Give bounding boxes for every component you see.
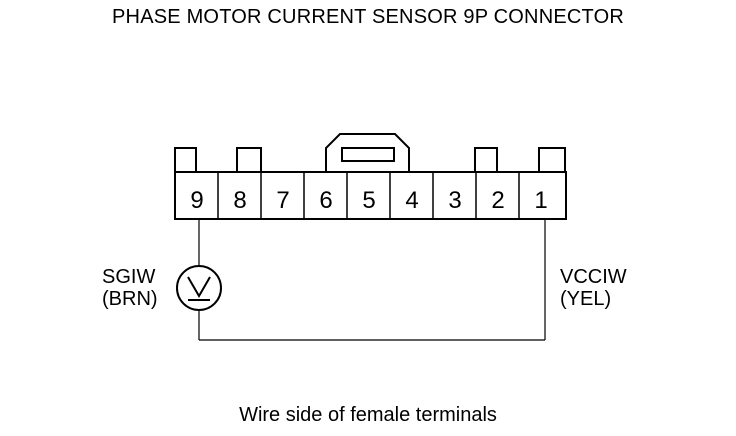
left-wire-color: (BRN): [102, 288, 158, 310]
connector-body: [174, 133, 567, 220]
pin-label: 1: [534, 187, 547, 214]
pin-label: 6: [319, 187, 332, 214]
diagram-caption: Wire side of female terminals: [239, 404, 497, 426]
pin-label: 4: [405, 187, 418, 214]
pin-label: 9: [190, 187, 203, 214]
voltmeter-icon: [176, 265, 222, 311]
pin-label: 3: [448, 187, 461, 214]
pin-dividers: [217, 172, 520, 219]
pin-numbers: 9 8 7 6 5 4 3 2 1: [190, 187, 547, 214]
right-wire-color: (YEL): [560, 288, 612, 310]
left-wire-label: SGIW (BRN): [102, 266, 172, 310]
right-wire-label: VCCIW (YEL): [560, 266, 680, 310]
left-wire-signal: SGIW: [102, 266, 156, 288]
pin-label: 5: [362, 187, 375, 214]
pin-label: 2: [491, 187, 504, 214]
pin-label: 7: [276, 187, 289, 214]
test-circuit-wire: [198, 219, 546, 341]
diagram-title: PHASE MOTOR CURRENT SENSOR 9P CONNECTOR: [112, 6, 624, 28]
right-wire-signal: VCCIW: [560, 266, 627, 288]
pin-label: 8: [233, 187, 246, 214]
